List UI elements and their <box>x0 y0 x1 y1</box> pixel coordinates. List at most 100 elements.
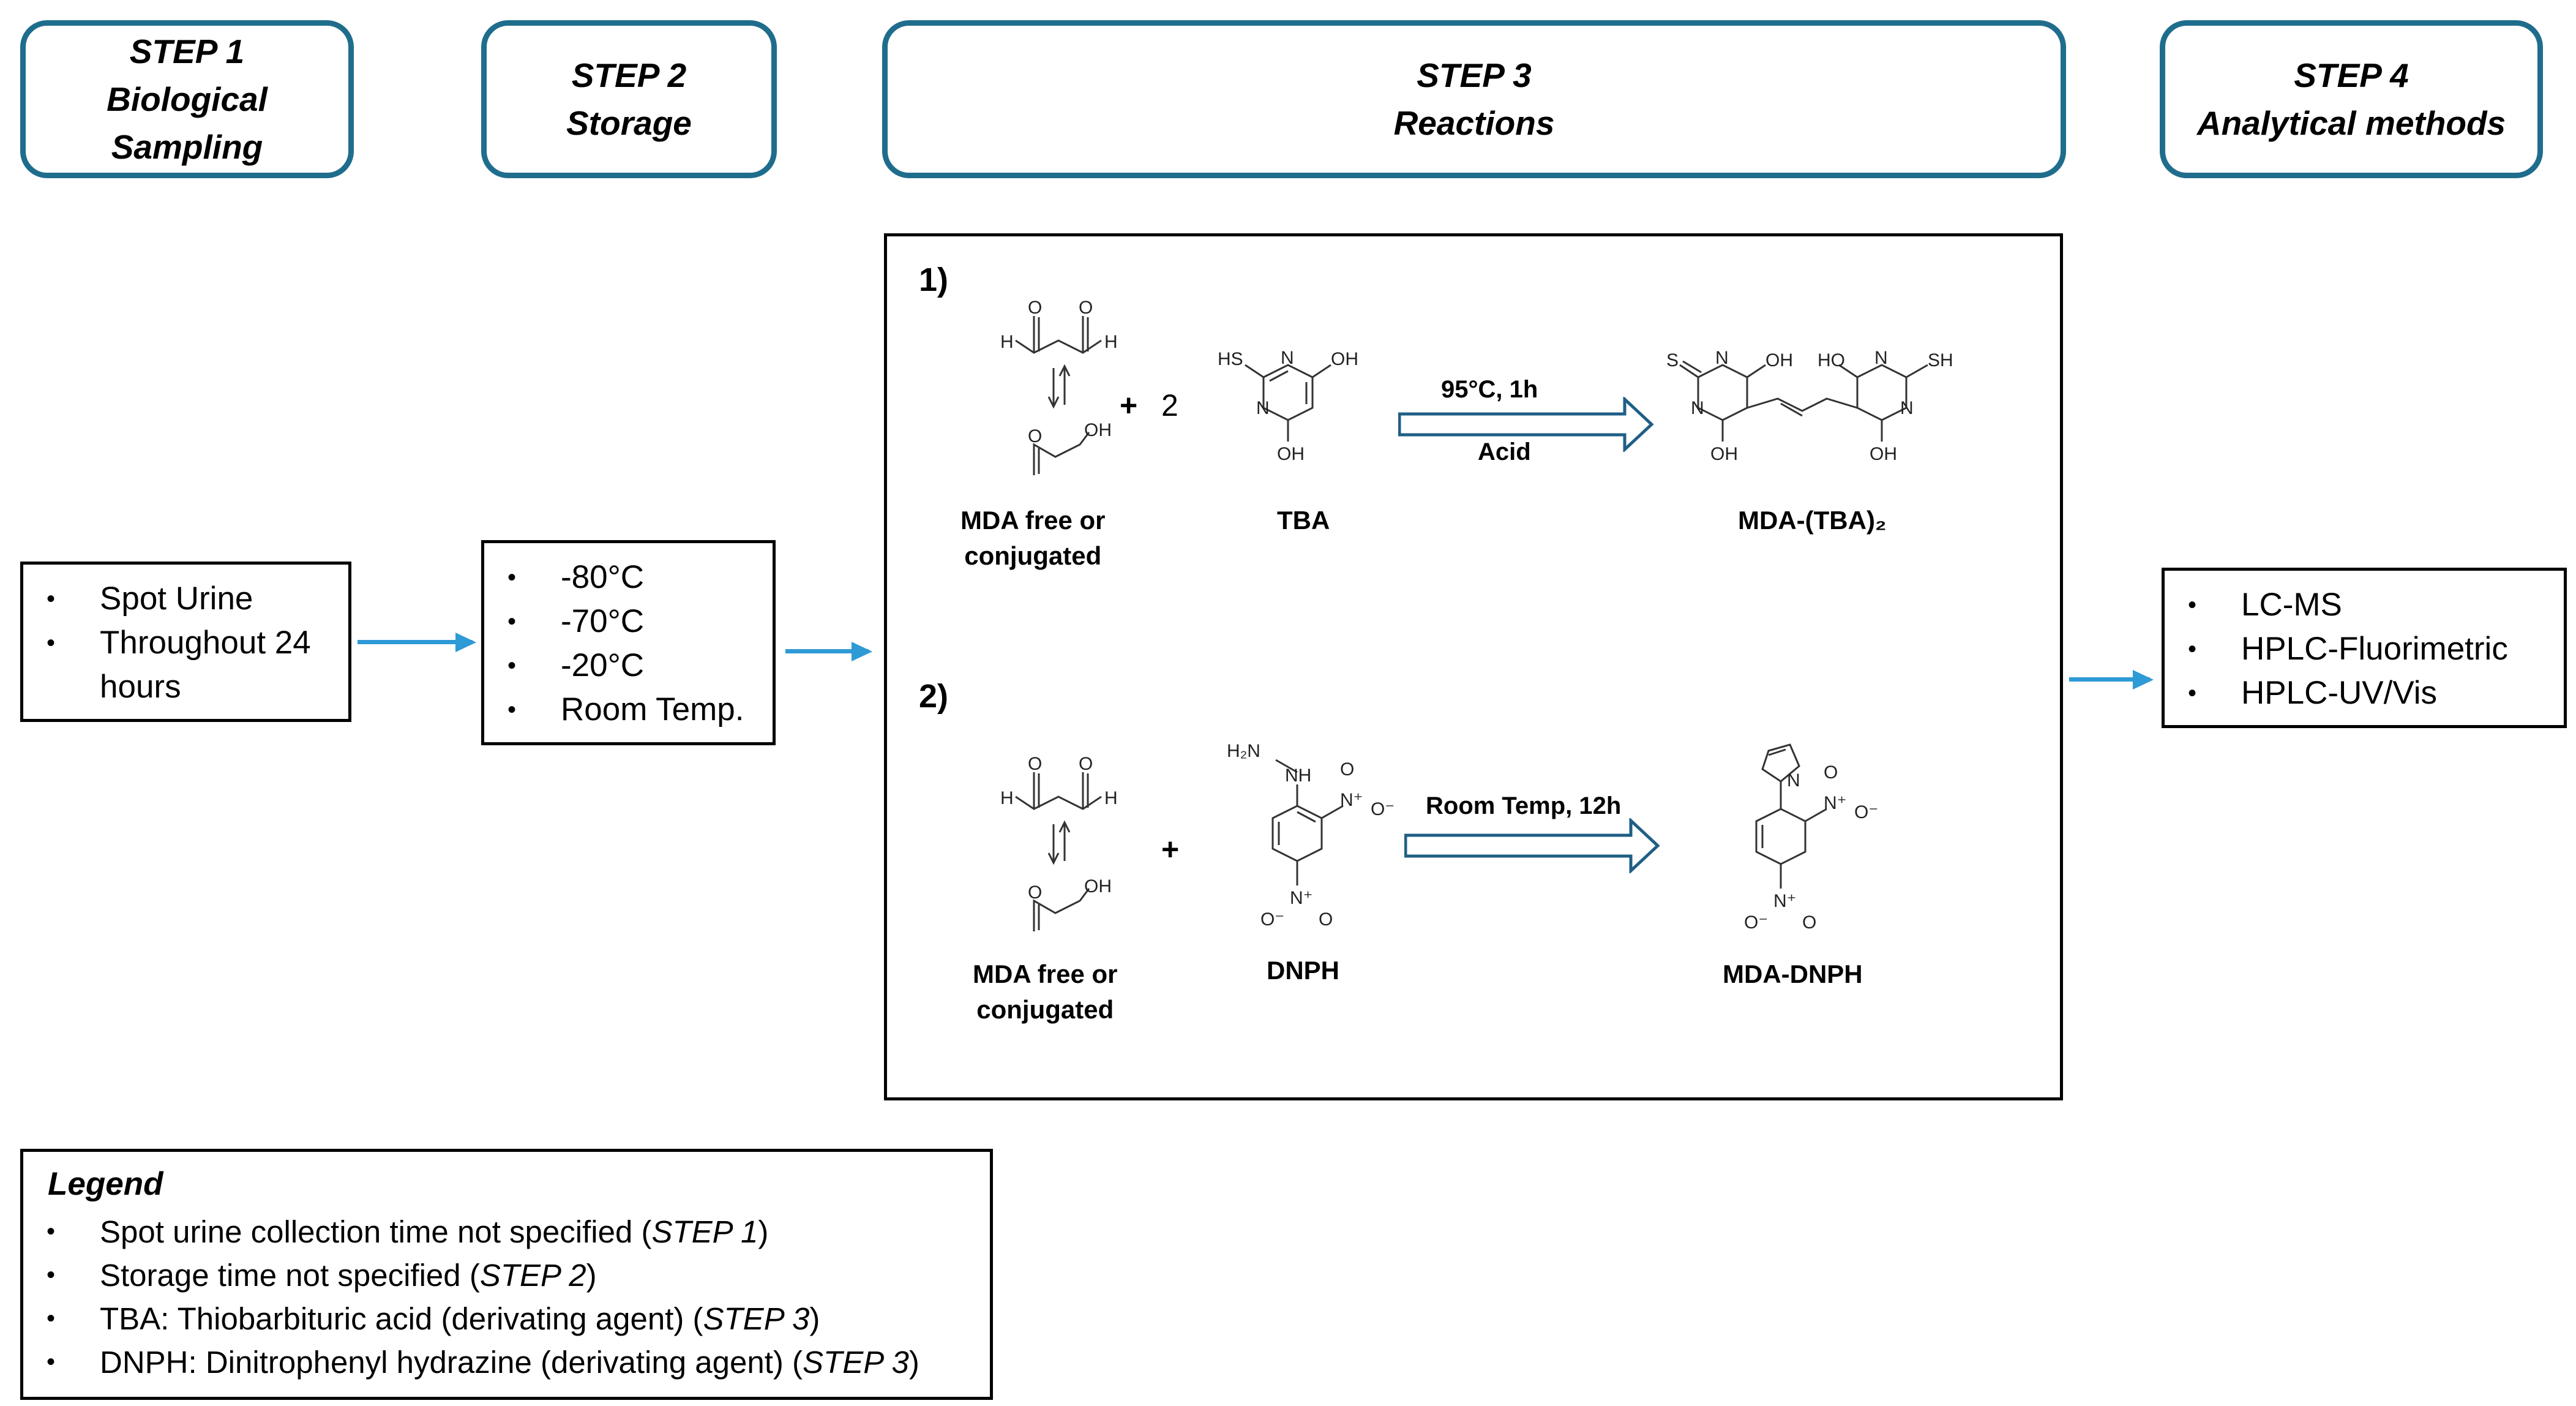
reactions-box: 1) 2) O O H H O OH + 2 HS N N OH OH 95°C… <box>884 233 2063 1100</box>
arrow-step2-to-step3 <box>785 642 872 661</box>
dnph-o4-label: O <box>1319 909 1333 930</box>
reaction2-reactant1-label: MDA free or conjugated <box>973 957 1117 1028</box>
step1-header: STEP 1 Biological Sampling <box>20 20 354 178</box>
reaction1-coefficient: 2 <box>1161 388 1178 423</box>
reaction2-product-label: MDA-DNPH <box>1723 960 1863 988</box>
arrow-step3-to-step4 <box>2069 670 2154 690</box>
step2-header: STEP 2 Storage <box>481 20 777 178</box>
reaction1-condition-top: 95°C, 1h <box>1441 376 1538 403</box>
mda-h2-label: H <box>1104 332 1118 352</box>
legend-item-1-ref: STEP 1 <box>651 1214 758 1249</box>
mda-o2-label: O <box>1079 298 1093 318</box>
reaction2-number: 2) <box>919 678 949 715</box>
mda-o1-label: O <box>1028 298 1042 318</box>
legend-item-4-ref: STEP 3 <box>803 1345 909 1380</box>
reaction2-reactant1-line2: conjugated <box>976 995 1114 1024</box>
arrow-step1-to-step2 <box>358 633 476 652</box>
mdadnph-o1-label: O <box>1824 762 1838 783</box>
legend-box: Legend Spot urine collection time not sp… <box>20 1149 993 1400</box>
storage-item-minus70: -70°C <box>484 600 744 644</box>
analytical-item-hplc-uvvis: HPLC-UV/Vis <box>2165 671 2508 715</box>
tba-n1-label: N <box>1281 348 1294 368</box>
mdadnph-o2-label: O⁻ <box>1854 802 1878 822</box>
storage-list: -80°C -70°C -20°C Room Temp. <box>484 555 744 732</box>
dnph-n1-label: N⁺ <box>1340 790 1363 810</box>
reaction2-reactant2-label: DNPH <box>1267 956 1340 985</box>
mdadnph-n1-label: N⁺ <box>1824 793 1847 813</box>
mdadnph-o3-label: O⁻ <box>1744 912 1768 933</box>
dnph-n2-label: N⁺ <box>1290 888 1313 908</box>
mdadnph-n2-label: N⁺ <box>1773 891 1797 911</box>
legend-item-3-text: TBA: Thiobarbituric acid (derivating age… <box>100 1301 703 1336</box>
mda2-o1-label: O <box>1028 754 1042 774</box>
legend-list: Spot urine collection time not specified… <box>23 1210 919 1384</box>
legend-item-2: Storage time not specified (STEP 2) <box>23 1254 919 1297</box>
reaction1-reactant2-label: TBA <box>1277 506 1330 535</box>
mda2-o2-label: O <box>1079 754 1093 774</box>
mda-tba2-structure: S N N OH OH HO N N SH OH <box>1666 348 1953 464</box>
tba-structure: HS N N OH OH <box>1218 348 1358 464</box>
mda2-enol-o-label: O <box>1028 882 1042 903</box>
mda-structure-r2: O O H H O OH <box>1000 754 1118 931</box>
step1-subtitle-line2: Sampling <box>111 128 263 166</box>
tba2-ho-label: HO <box>1818 350 1845 370</box>
sampling-box: Spot Urine Throughout 24 hours <box>20 562 351 722</box>
reaction1-reactant1-line1: MDA free or <box>960 506 1106 535</box>
legend-item-1-text: Spot urine collection time not specified… <box>100 1214 652 1249</box>
reaction2-plus: + <box>1161 832 1180 867</box>
legend-item-1-end: ) <box>758 1214 769 1249</box>
step2-title: STEP 2 <box>571 56 687 94</box>
step4-header: STEP 4 Analytical methods <box>2160 20 2543 178</box>
dnph-structure: H₂N NH N⁺ O O⁻ N⁺ O⁻ O <box>1227 741 1395 930</box>
dnph-o3-label: O⁻ <box>1260 909 1284 930</box>
tba2-oh2-label: OH <box>1710 444 1738 464</box>
tba-hs-label: HS <box>1218 349 1243 369</box>
sampling-item-spot-urine: Spot Urine <box>23 577 311 621</box>
mda-dnph-structure: N N⁺ O O⁻ N⁺ O⁻ O <box>1744 743 1878 933</box>
sampling-list: Spot Urine Throughout 24 hours <box>23 577 311 709</box>
step3-subtitle: Reactions <box>1393 104 1555 142</box>
step1-subtitle-line1: Biological <box>107 80 268 118</box>
mda-enol-oh-label: OH <box>1084 420 1112 440</box>
analytical-item-hplc-fluorimetric: HPLC-Fluorimetric <box>2165 627 2508 671</box>
storage-box: -80°C -70°C -20°C Room Temp. <box>481 540 776 745</box>
tba2-s-label: S <box>1666 350 1679 370</box>
step1-title: STEP 1 <box>129 32 245 70</box>
analytical-list: LC-MS HPLC-Fluorimetric HPLC-UV/Vis <box>2165 583 2508 715</box>
storage-item-minus80: -80°C <box>484 555 744 600</box>
tba2-n2-label: N <box>1691 398 1704 418</box>
reaction1-condition-bottom: Acid <box>1478 438 1531 465</box>
dnph-o2-label: O⁻ <box>1371 799 1395 819</box>
legend-item-4: DNPH: Dinitrophenyl hydrazine (derivatin… <box>23 1340 919 1384</box>
legend-item-1: Spot urine collection time not specified… <box>23 1210 919 1254</box>
legend-item-2-ref: STEP 2 <box>479 1258 586 1293</box>
mda-structure-r1: O O H H O OH <box>1000 298 1118 475</box>
reaction1-reactant1-line2: conjugated <box>964 541 1102 570</box>
reaction1-plus: + <box>1120 388 1138 423</box>
analytical-box: LC-MS HPLC-Fluorimetric HPLC-UV/Vis <box>2162 568 2567 728</box>
analytical-item-lcms: LC-MS <box>2165 583 2508 627</box>
storage-item-room-temp: Room Temp. <box>484 688 744 732</box>
step4-subtitle: Analytical methods <box>2196 104 2506 142</box>
tba-oh2-label: OH <box>1277 444 1305 464</box>
reaction2-arrow <box>1404 818 1660 873</box>
dnph-h2n-label: H₂N <box>1227 741 1260 761</box>
reaction2-reactant1-line1: MDA free or <box>973 960 1118 988</box>
reaction1-arrow <box>1398 397 1654 452</box>
legend-item-3-ref: STEP 3 <box>703 1301 810 1336</box>
sampling-item-throughout: Throughout 24 <box>23 621 311 665</box>
mda2-h1-label: H <box>1000 788 1014 808</box>
tba2-n3-label: N <box>1874 348 1888 368</box>
legend-item-4-text: DNPH: Dinitrophenyl hydrazine (derivatin… <box>100 1345 803 1380</box>
mda-enol-o-label: O <box>1028 426 1042 446</box>
tba2-n4-label: N <box>1900 398 1914 418</box>
tba2-sh-label: SH <box>1928 350 1953 370</box>
dnph-o1-label: O <box>1340 759 1354 780</box>
step4-title: STEP 4 <box>2294 56 2409 94</box>
mdadnph-o4-label: O <box>1802 912 1816 933</box>
mdadnph-n-label: N <box>1787 770 1800 791</box>
storage-item-minus20: -20°C <box>484 644 744 688</box>
reaction1-number: 1) <box>919 261 949 298</box>
reaction2-condition-top: Room Temp, 12h <box>1426 792 1622 819</box>
mda2-h2-label: H <box>1104 788 1118 808</box>
